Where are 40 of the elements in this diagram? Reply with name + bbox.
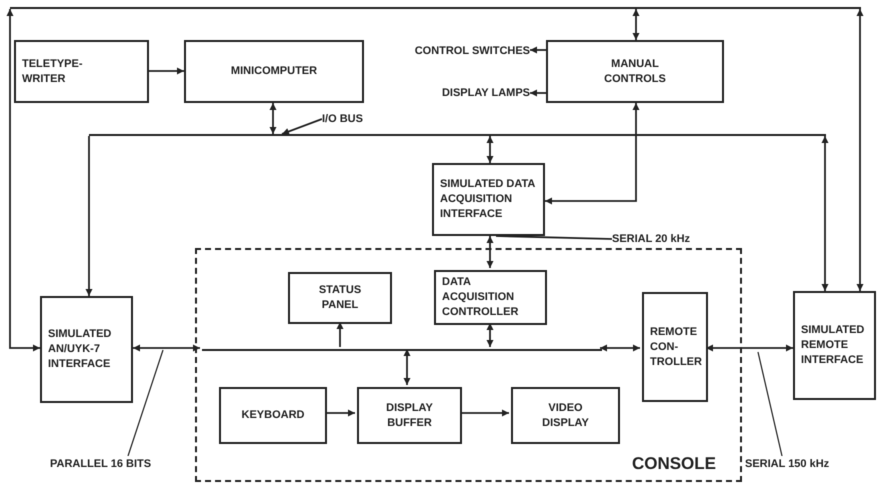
block-box: REMOTE CON- TROLLER — [642, 292, 708, 402]
console-region — [195, 248, 742, 482]
bus-line — [202, 349, 602, 351]
connector-arrow — [486, 323, 494, 347]
connector-arrow — [270, 103, 276, 134]
group-title: CONSOLE — [632, 452, 716, 474]
connector-arrow — [632, 9, 640, 40]
connector-arrow — [486, 136, 494, 163]
block-box: STATUS PANEL — [288, 272, 392, 324]
connector-arrow — [282, 118, 322, 135]
connector-arrow — [149, 68, 184, 74]
block-box: TELETYPE- WRITER — [14, 40, 149, 103]
connector-arrow — [856, 9, 864, 291]
connector-arrow — [822, 136, 828, 291]
connector-arrow — [486, 236, 494, 268]
block-box: MINICOMPUTER — [184, 40, 364, 103]
connector-arrow — [530, 90, 546, 96]
connector-arrow — [600, 344, 640, 352]
block-box: DISPLAY BUFFER — [357, 387, 462, 444]
block-box: SIMULATED REMOTE INTERFACE — [793, 291, 876, 400]
bus-line — [10, 7, 861, 9]
block-box: MANUAL CONTROLS — [546, 40, 724, 103]
block-box: DATA ACQUISITION CONTROLLER — [434, 270, 547, 325]
leader-line — [757, 352, 783, 456]
block-box: KEYBOARD — [219, 387, 327, 444]
bus-line — [89, 134, 826, 136]
connector-arrow — [325, 410, 355, 416]
connector-arrow — [404, 349, 410, 385]
block-box: VIDEO DISPLAY — [511, 387, 620, 444]
block-box: SIMULATED DATA ACQUISITION INTERFACE — [432, 163, 545, 236]
connector-arrow — [336, 322, 344, 347]
connector-arrow — [530, 46, 546, 54]
connector-arrow — [545, 103, 640, 204]
connector-arrow — [133, 344, 200, 352]
connector-arrow — [706, 344, 793, 352]
connector-arrow — [86, 136, 92, 296]
leader-line — [127, 350, 164, 456]
block-box: SIMULATED AN/UYK-7 INTERFACE — [40, 296, 133, 403]
connector-arrow — [460, 410, 509, 416]
connector-arrow — [6, 9, 40, 352]
